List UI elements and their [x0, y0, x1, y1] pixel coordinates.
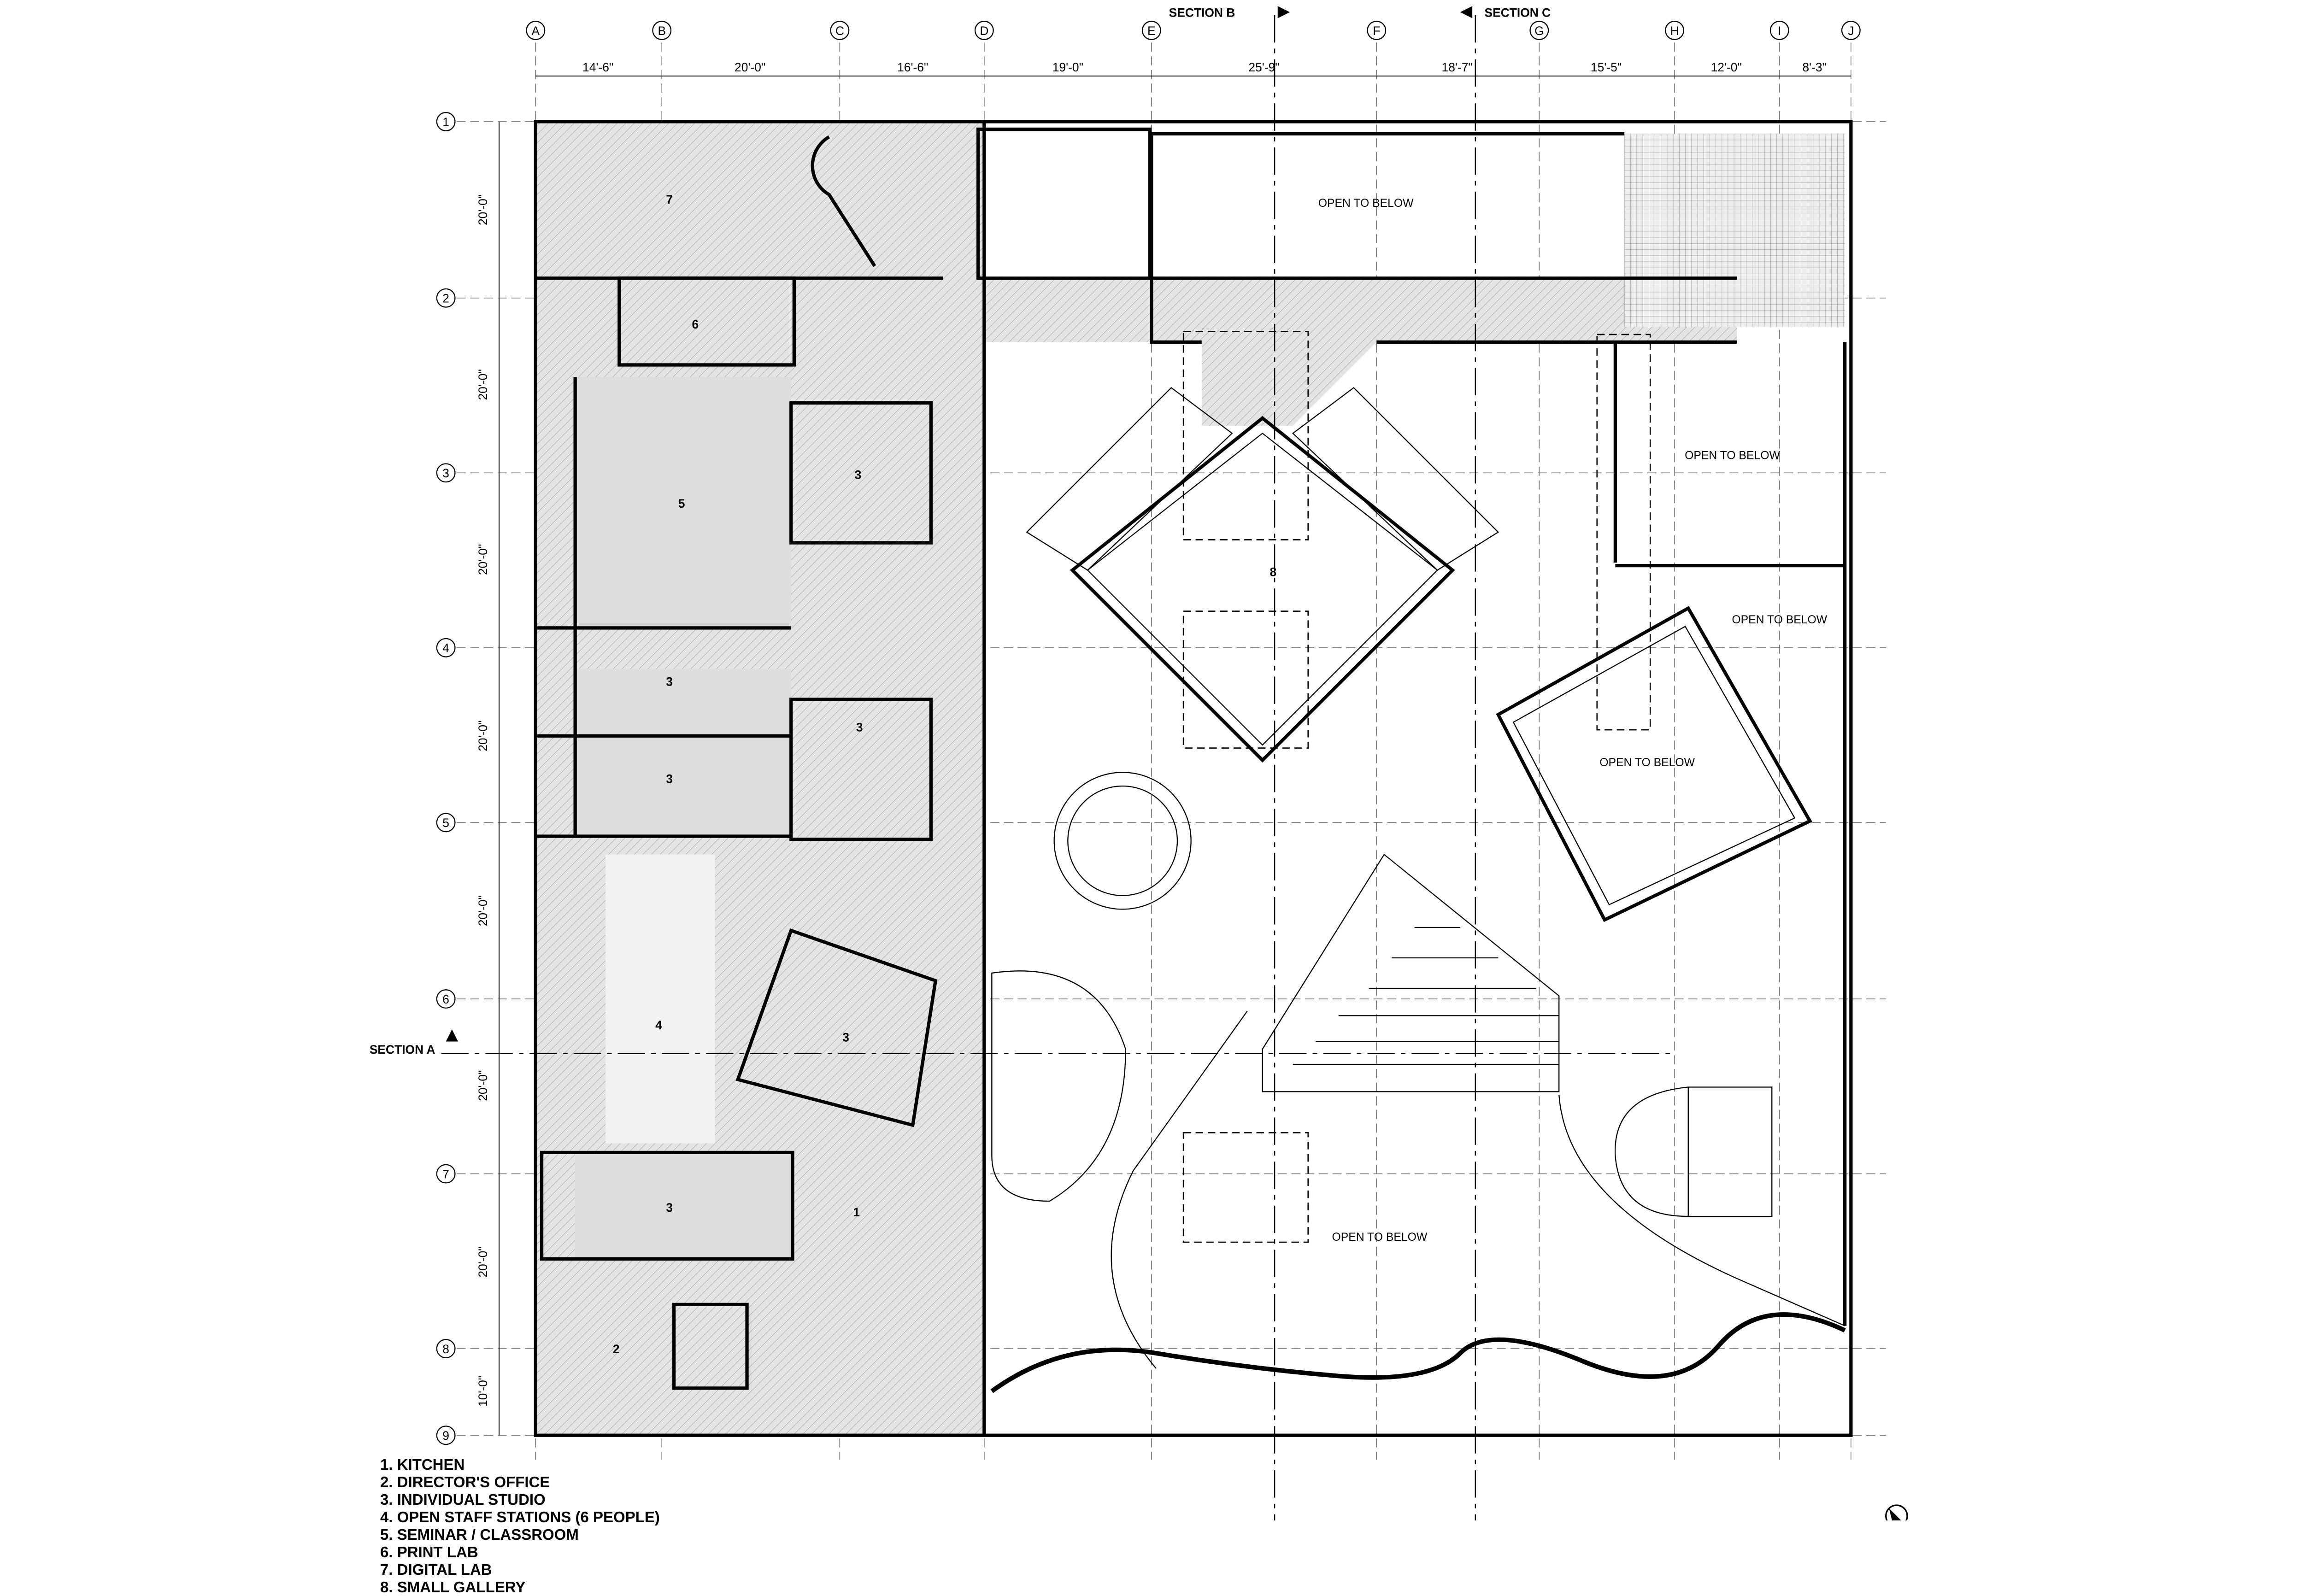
walls	[534, 120, 1853, 1437]
svg-text:7: 7	[442, 1168, 449, 1181]
svg-text:I: I	[1778, 24, 1781, 38]
svg-text:18'-7": 18'-7"	[1442, 60, 1473, 74]
svg-text:5: 5	[678, 497, 685, 510]
legend-item: 2. DIRECTOR'S OFFICE	[380, 1473, 550, 1490]
column-dimensions: 14'-6" 20'-0" 16'-6" 19'-0" 25'-9" 18'-7…	[582, 60, 1827, 74]
svg-text:1: 1	[853, 1205, 860, 1219]
svg-text:20'-0": 20'-0"	[476, 1246, 490, 1277]
svg-text:4: 4	[655, 1018, 662, 1032]
small-gallery	[1026, 331, 1499, 763]
svg-text:G: G	[1534, 24, 1544, 38]
svg-text:F: F	[1373, 24, 1380, 38]
floor-plan: A B C D E F G H I J 14'-6" 20'-0" 16'-6"…	[370, 6, 1908, 1520]
svg-text:20'-0": 20'-0"	[476, 895, 490, 926]
floor-edge	[1111, 1010, 1846, 1369]
rotated-void	[1496, 606, 1812, 922]
round-skylight	[1053, 772, 1192, 910]
gallery-ramp	[1201, 342, 1377, 426]
svg-text:20'-0": 20'-0"	[735, 60, 765, 74]
grid-bubble-f: F	[1367, 21, 1387, 40]
svg-text:8: 8	[1270, 565, 1277, 579]
svg-text:3: 3	[855, 468, 862, 482]
svg-text:20'-0": 20'-0"	[476, 194, 490, 225]
north-corridor	[984, 278, 1737, 342]
svg-text:6: 6	[442, 992, 449, 1006]
legend-item: 7. DIGITAL LAB	[380, 1561, 492, 1578]
main-stair	[1262, 853, 1560, 1092]
svg-text:9: 9	[442, 1429, 449, 1443]
stair-treads	[1293, 927, 1559, 1065]
grid-bubble-g: G	[1529, 21, 1549, 40]
grid-bubble-e: E	[1141, 21, 1161, 40]
svg-text:SECTION A: SECTION A	[370, 1043, 435, 1056]
grid-column-bubbles: A B C D E F G H I J	[526, 21, 1861, 40]
svg-text:D: D	[980, 24, 988, 38]
row-dimensions: 20'-0" 20'-0" 20'-0" 20'-0" 20'-0" 20'-0…	[476, 194, 490, 1407]
svg-text:1: 1	[442, 115, 449, 129]
svg-text:SECTION B: SECTION B	[1169, 6, 1235, 19]
north-stair-enclosure	[1615, 1086, 1773, 1217]
grid-bubble-a: A	[526, 21, 546, 40]
svg-text:6: 6	[692, 317, 699, 331]
grid-bubble-d: D	[974, 21, 994, 40]
svg-text:19'-0": 19'-0"	[1052, 60, 1083, 74]
room-legend: 1. KITCHEN 2. DIRECTOR'S OFFICE 3. INDIV…	[380, 1456, 660, 1596]
restrooms	[1624, 134, 1845, 327]
svg-text:20'-0": 20'-0"	[476, 369, 490, 400]
legend-item: 3. INDIVIDUAL STUDIO	[380, 1491, 546, 1508]
svg-text:J: J	[1848, 24, 1854, 38]
svg-text:15'-5": 15'-5"	[1591, 60, 1622, 74]
svg-text:12'-0": 12'-0"	[1711, 60, 1742, 74]
svg-text:3: 3	[666, 1201, 673, 1215]
grid-bubble-j: J	[1841, 21, 1861, 40]
room-labels: 7 6 5 3 3 3 3 4 3 3 1 2 8	[613, 193, 1276, 1356]
grid-bubble-b: B	[652, 21, 672, 40]
svg-text:OPEN TO BELOW: OPEN TO BELOW	[1732, 614, 1827, 626]
svg-text:OPEN TO BELOW: OPEN TO BELOW	[1332, 1231, 1427, 1244]
svg-text:3: 3	[666, 772, 673, 786]
legend-item: 5. SEMINAR / CLASSROOM	[380, 1526, 579, 1543]
svg-text:OPEN TO BELOW: OPEN TO BELOW	[1685, 450, 1780, 462]
svg-text:4: 4	[442, 641, 449, 655]
svg-text:3: 3	[666, 675, 673, 688]
svg-text:10'-0": 10'-0"	[476, 1376, 490, 1407]
legend-item: 4. OPEN STAFF STATIONS (6 PEOPLE)	[380, 1508, 660, 1526]
svg-text:2: 2	[442, 292, 449, 305]
svg-text:5: 5	[442, 816, 449, 830]
svg-text:20'-0": 20'-0"	[476, 544, 490, 575]
svg-text:B: B	[658, 24, 666, 38]
grid-bubble-i: I	[1769, 21, 1789, 40]
svg-text:OPEN TO BELOW: OPEN TO BELOW	[1599, 757, 1695, 769]
svg-text:3: 3	[842, 1031, 849, 1044]
svg-text:SECTION C: SECTION C	[1485, 6, 1551, 19]
svg-text:2: 2	[613, 1342, 620, 1356]
west-wing	[535, 122, 984, 1436]
svg-text:8'-3": 8'-3"	[1802, 60, 1827, 74]
svg-text:14'-6": 14'-6"	[582, 60, 613, 74]
svg-text:7: 7	[666, 193, 673, 206]
legend-item: 6. PRINT LAB	[380, 1543, 478, 1561]
section-markers: SECTION B SECTION C SECTION A	[370, 6, 1673, 1520]
north-arrow-icon	[1885, 1504, 1908, 1520]
svg-text:16'-6": 16'-6"	[897, 60, 928, 74]
svg-text:3: 3	[856, 720, 863, 734]
svg-text:3: 3	[442, 466, 449, 480]
grid-bubble-c: C	[830, 21, 850, 40]
svg-text:H: H	[1670, 24, 1679, 38]
svg-text:OPEN TO BELOW: OPEN TO BELOW	[1318, 197, 1414, 210]
legend-item: 8. SMALL GALLERY	[380, 1578, 526, 1596]
svg-text:20'-0": 20'-0"	[476, 1070, 490, 1101]
legend-item: 1. KITCHEN	[380, 1456, 465, 1473]
svg-text:A: A	[532, 24, 540, 38]
landscape-planter	[991, 970, 1126, 1202]
open-to-below-labels: OPEN TO BELOW OPEN TO BELOW OPEN TO BELO…	[1318, 197, 1828, 1244]
grid-bubble-h: H	[1665, 21, 1685, 40]
svg-text:E: E	[1147, 24, 1156, 38]
svg-text:8: 8	[442, 1342, 449, 1356]
svg-text:20'-0": 20'-0"	[476, 721, 490, 751]
svg-text:C: C	[835, 24, 844, 38]
facade-wave	[990, 1312, 1846, 1393]
grid-row-bubbles: 1 2 3 4 5 6 7 8 9	[436, 112, 456, 1445]
